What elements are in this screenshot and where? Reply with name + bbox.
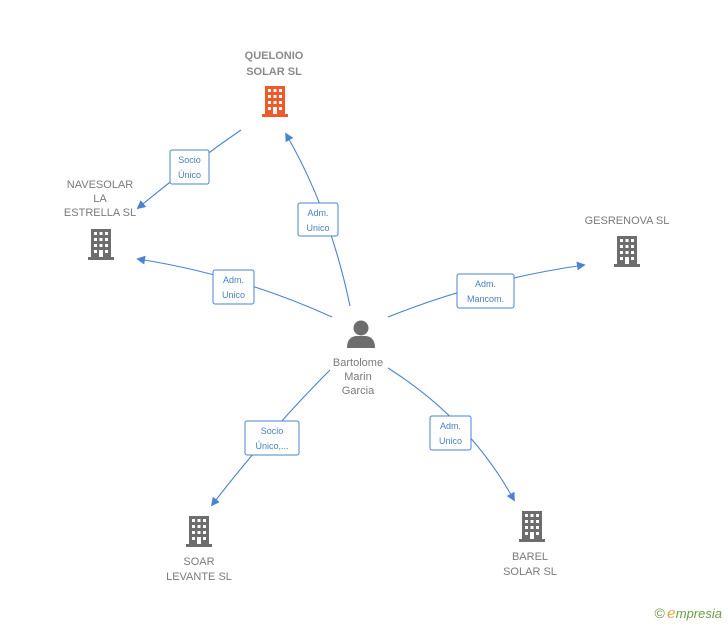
building-icon: [262, 86, 288, 117]
node-label: GESRENOVA SL: [585, 215, 670, 227]
edge-label-adm-unico-navesolar[interactable]: Adm. Unico: [212, 269, 255, 305]
brand-logo-text: mpresia: [675, 606, 722, 621]
edge-label-socio-unico-2[interactable]: Socio Único,...: [244, 420, 300, 456]
edge-label-line: Socio: [261, 426, 284, 436]
node-gesrenova[interactable]: GESRENOVA SL: [585, 215, 670, 267]
edge-label-adm-mancom[interactable]: Adm. Mancom.: [456, 273, 515, 309]
edge-label-socio-unico-1[interactable]: Socio Único: [169, 149, 210, 185]
edge-label-line: Mancom.: [467, 294, 504, 304]
person-icon: [347, 320, 375, 348]
node-navesolar[interactable]: NAVESOLAR LA ESTRELLA SL: [64, 179, 136, 260]
node-barel-solar[interactable]: BAREL SOLAR SL: [503, 511, 557, 578]
node-label: Marin: [344, 371, 372, 383]
edge-label-adm-unico-barel[interactable]: Adm. Unico: [429, 415, 472, 451]
edge-label-line: Adm.: [223, 275, 244, 285]
building-icon: [519, 511, 545, 542]
edges: [136, 129, 586, 507]
node-label: SOAR: [183, 556, 214, 568]
copyright-footer: ©empresia: [655, 604, 722, 622]
node-person[interactable]: Bartolome Marin Garcia: [333, 320, 383, 398]
edge-label-line: Unico: [306, 223, 329, 233]
node-quelonio-solar[interactable]: QUELONIO SOLAR SL: [245, 50, 304, 117]
edge-label-line: Único,...: [255, 441, 288, 451]
copyright-symbol: ©: [654, 605, 665, 621]
node-label: LEVANTE SL: [166, 571, 232, 583]
node-label: QUELONIO: [245, 50, 304, 62]
node-label: Garcia: [342, 385, 375, 397]
edge-label-line: Unico: [439, 436, 462, 446]
building-icon: [186, 516, 212, 547]
edge-label-line: Adm.: [440, 421, 461, 431]
edge-label-line: Único: [178, 170, 201, 180]
edge-label-line: Adm.: [475, 279, 496, 289]
building-icon: [614, 236, 640, 267]
brand-logo-initial: e: [666, 604, 676, 622]
node-label: LA: [93, 193, 107, 205]
edge-label-line: Unico: [222, 290, 245, 300]
edge-label-adm-unico-quelonio[interactable]: Adm. Unico: [297, 202, 339, 237]
node-soar-levante[interactable]: SOAR LEVANTE SL: [166, 516, 232, 583]
node-label: Bartolome: [333, 357, 383, 369]
node-label: SOLAR SL: [246, 66, 302, 78]
node-label: NAVESOLAR: [67, 179, 133, 191]
node-label: SOLAR SL: [503, 566, 557, 578]
node-label: BAREL: [512, 551, 548, 563]
edge-label-line: Adm.: [307, 208, 328, 218]
edge-label-line: Socio: [178, 155, 201, 165]
node-label: ESTRELLA SL: [64, 207, 136, 219]
building-icon: [88, 229, 114, 260]
